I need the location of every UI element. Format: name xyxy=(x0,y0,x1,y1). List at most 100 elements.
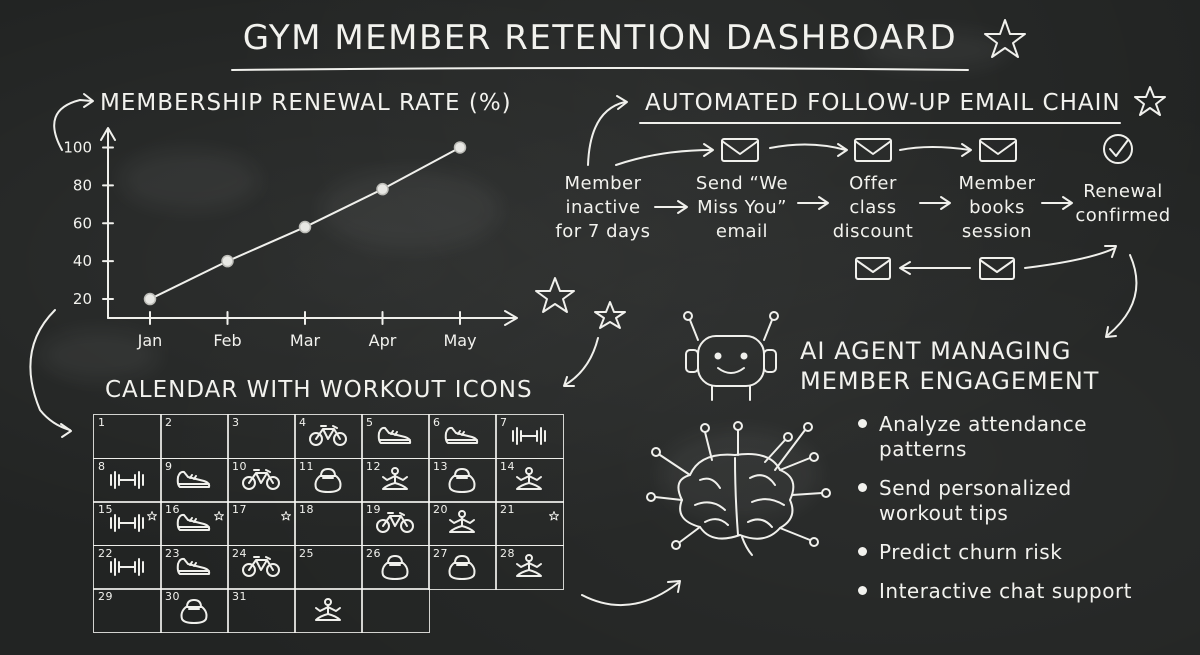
calendar-day-number: 16 xyxy=(165,503,180,517)
kettlebell-icon xyxy=(442,467,482,497)
kettlebell-icon xyxy=(174,598,214,628)
calendar-day-number: 28 xyxy=(500,546,515,560)
yoga-icon xyxy=(442,510,482,540)
title-star-icon xyxy=(984,19,1026,58)
kettlebell-icon xyxy=(442,554,482,584)
calendar-day-cell[interactable]: 29 xyxy=(93,588,162,634)
ai-agent-bullet-text: Analyze attendance xyxy=(879,412,1088,436)
calendar-day-number: 19 xyxy=(366,503,381,517)
star-icon xyxy=(213,506,224,525)
calendar-day-number: 23 xyxy=(165,546,180,560)
email-chain-step-text: inactive xyxy=(565,197,641,218)
bullet-dot-icon xyxy=(858,419,867,428)
email-chain-step-text: Member xyxy=(958,173,1036,194)
dumbbell-icon xyxy=(509,423,549,453)
yoga-icon xyxy=(509,554,549,584)
calendar-day-number: 8 xyxy=(98,459,106,473)
renewal-chart-title: MEMBERSHIP RENEWAL RATE (%) xyxy=(100,90,512,116)
calendar-day-number: 13 xyxy=(433,459,448,473)
email-chain-step-text: Offer xyxy=(849,173,897,194)
envelope-icon xyxy=(855,257,891,280)
calendar-day-cell[interactable]: 30 xyxy=(160,588,229,634)
x-tick-label: Apr xyxy=(369,331,397,350)
calendar-day-number: 7 xyxy=(500,416,508,429)
data-point xyxy=(298,220,312,234)
calendar-day-number: 5 xyxy=(366,416,374,429)
y-tick-label: 20 xyxy=(73,290,92,308)
chart-arrow-icon xyxy=(53,99,93,151)
ai-agent-bullet-text: patterns xyxy=(879,437,967,461)
email-chain-step-text: session xyxy=(961,221,1033,242)
email-chain-title: AUTOMATED FOLLOW-UP EMAIL CHAIN xyxy=(645,90,1121,116)
email-chain-step-text: email xyxy=(715,221,769,242)
dumbbell-icon xyxy=(107,554,147,584)
data-point xyxy=(376,182,389,196)
brain-icon xyxy=(646,421,831,556)
ai-agent-title-line2: MEMBER ENGAGEMENT xyxy=(800,367,1100,395)
ai-agent-bullet: Predict churn risk xyxy=(858,540,1132,565)
envelope-icon xyxy=(979,138,1017,162)
y-tick-label: 40 xyxy=(73,252,92,270)
sneaker-icon xyxy=(174,510,214,540)
calendar-day-cell[interactable] xyxy=(361,588,430,634)
email-chain-step-text: discount xyxy=(832,221,914,242)
yoga-icon xyxy=(375,466,415,497)
sneaker-icon xyxy=(174,467,214,497)
sneaker-icon xyxy=(442,423,482,453)
email-chain-step-text: books xyxy=(969,197,1025,218)
ai-agent-bullet-text: Interactive chat support xyxy=(879,579,1133,603)
x-tick-label: Mar xyxy=(290,331,321,350)
bicycle-icon xyxy=(241,467,281,497)
x-tick-label: May xyxy=(443,331,476,350)
calendar-day-number: 29 xyxy=(98,590,113,604)
x-tick-label: Feb xyxy=(213,331,241,350)
star-icon xyxy=(594,301,626,329)
envelope-icon xyxy=(979,257,1015,280)
calendar-day-number: 25 xyxy=(299,546,314,560)
data-point xyxy=(221,254,234,268)
robot-icon xyxy=(683,311,779,401)
ai-agent-bullet-text: Send personalized xyxy=(879,476,1072,500)
sneaker-icon xyxy=(174,554,214,584)
calendar-day-number: 14 xyxy=(500,459,515,473)
email-chain-star-icon xyxy=(1134,86,1166,116)
calendar-day-number: 17 xyxy=(232,503,247,517)
calendar-day-cell[interactable]: 12 xyxy=(361,457,430,503)
star-icon xyxy=(535,277,575,313)
decorative-stars xyxy=(29,277,626,438)
calendar-day-number: 3 xyxy=(232,416,240,429)
y-tick-label: 60 xyxy=(73,214,92,232)
calendar-day-cell[interactable] xyxy=(294,588,363,634)
calendar-day-cell[interactable]: 4 xyxy=(294,414,363,460)
ai-agent-title: AI AGENT MANAGING MEMBER ENGAGEMENT xyxy=(800,336,1099,396)
email-chain-step-text: Member xyxy=(564,173,642,194)
kettlebell-icon xyxy=(308,467,348,497)
calendar-day-cell[interactable]: 28 xyxy=(495,544,564,590)
ai-agent-bullet-text: Predict churn risk xyxy=(879,540,1063,564)
yoga-icon xyxy=(308,597,348,628)
data-point xyxy=(143,292,157,306)
calendar-day-number: 31 xyxy=(232,590,247,604)
calendar-day-cell[interactable]: 31 xyxy=(227,588,296,634)
email-chain-step: Member books session xyxy=(937,172,1057,244)
calendar-day-number: 30 xyxy=(165,590,180,604)
calendar-title: CALENDAR WITH WORKOUT ICONS xyxy=(105,377,533,403)
email-chain-step-text: confirmed xyxy=(1075,205,1171,226)
calendar-day-number: 20 xyxy=(433,503,448,517)
email-chain-step-text: Miss You” xyxy=(697,197,787,218)
bicycle-icon xyxy=(241,554,281,584)
calendar-day-number: 18 xyxy=(299,503,314,517)
calendar-day-cell[interactable]: 27 xyxy=(428,544,497,590)
calendar-day-number: 12 xyxy=(366,459,381,473)
bicycle-icon xyxy=(375,510,415,540)
calendar-day-number: 2 xyxy=(165,416,173,429)
dumbbell-icon xyxy=(107,510,147,540)
bullet-dot-icon xyxy=(858,483,867,492)
